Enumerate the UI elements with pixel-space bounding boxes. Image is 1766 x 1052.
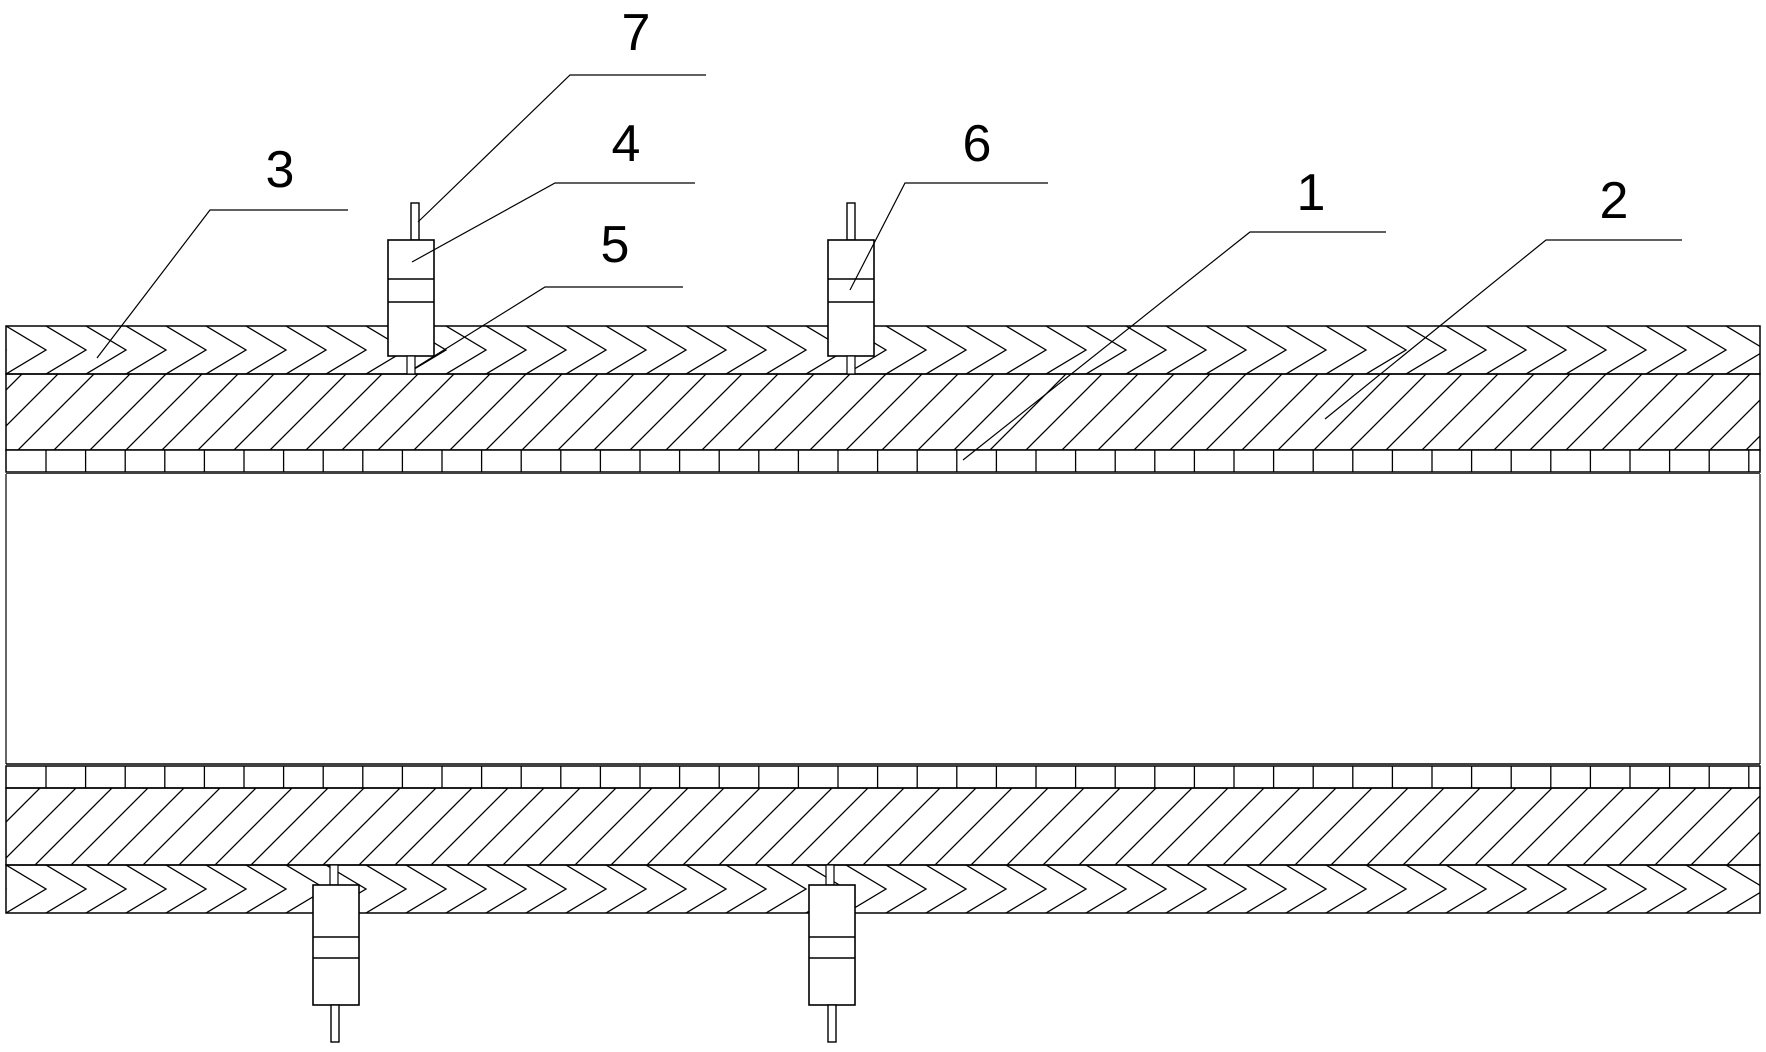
label-1: 1: [1297, 164, 1326, 222]
connector-top-right: [827, 202, 875, 375]
label-5: 5: [601, 216, 630, 274]
connector-tip: [406, 355, 416, 375]
leader-7: [417, 74, 706, 223]
leader-5: [414, 286, 683, 369]
leader-6: [849, 182, 1048, 291]
label-3: 3: [266, 141, 295, 199]
middle-layer-bottom: [5, 787, 1761, 866]
connector-pin: [846, 202, 856, 241]
leader-4: [411, 182, 695, 263]
middle-layer-top: [5, 373, 1761, 451]
inner-layer-bottom: [5, 765, 1761, 789]
bottom-wall: [5, 763, 1761, 914]
outer-layer-bottom: [5, 864, 1761, 914]
connector-pin: [330, 1004, 340, 1043]
label-4: 4: [612, 115, 641, 173]
leader-3: [96, 209, 348, 359]
leader-lines: [96, 74, 1682, 461]
leader-1: [962, 231, 1386, 461]
connector-bottom-right: [808, 864, 856, 1043]
outer-layer-top: [5, 325, 1761, 375]
connector-body: [312, 884, 360, 1006]
connector-tip: [825, 864, 835, 886]
label-7: 7: [622, 4, 651, 62]
connector-body: [808, 884, 856, 1006]
connector-tip: [846, 355, 856, 375]
connector-bottom-left: [312, 864, 360, 1043]
connector-tip: [329, 864, 339, 886]
top-wall: [5, 325, 1761, 475]
connector-body: [387, 239, 435, 357]
inner-layer-bottom-ticks: [45, 766, 1750, 788]
leader-2: [1324, 239, 1682, 420]
connector-top-left: [387, 202, 435, 375]
label-2: 2: [1600, 172, 1629, 230]
inner-layer-top-ticks: [45, 450, 1750, 472]
pipe-bore: [6, 474, 1760, 764]
label-6: 6: [963, 115, 992, 173]
connector-pin: [827, 1004, 837, 1043]
inner-layer-top: [5, 449, 1761, 473]
